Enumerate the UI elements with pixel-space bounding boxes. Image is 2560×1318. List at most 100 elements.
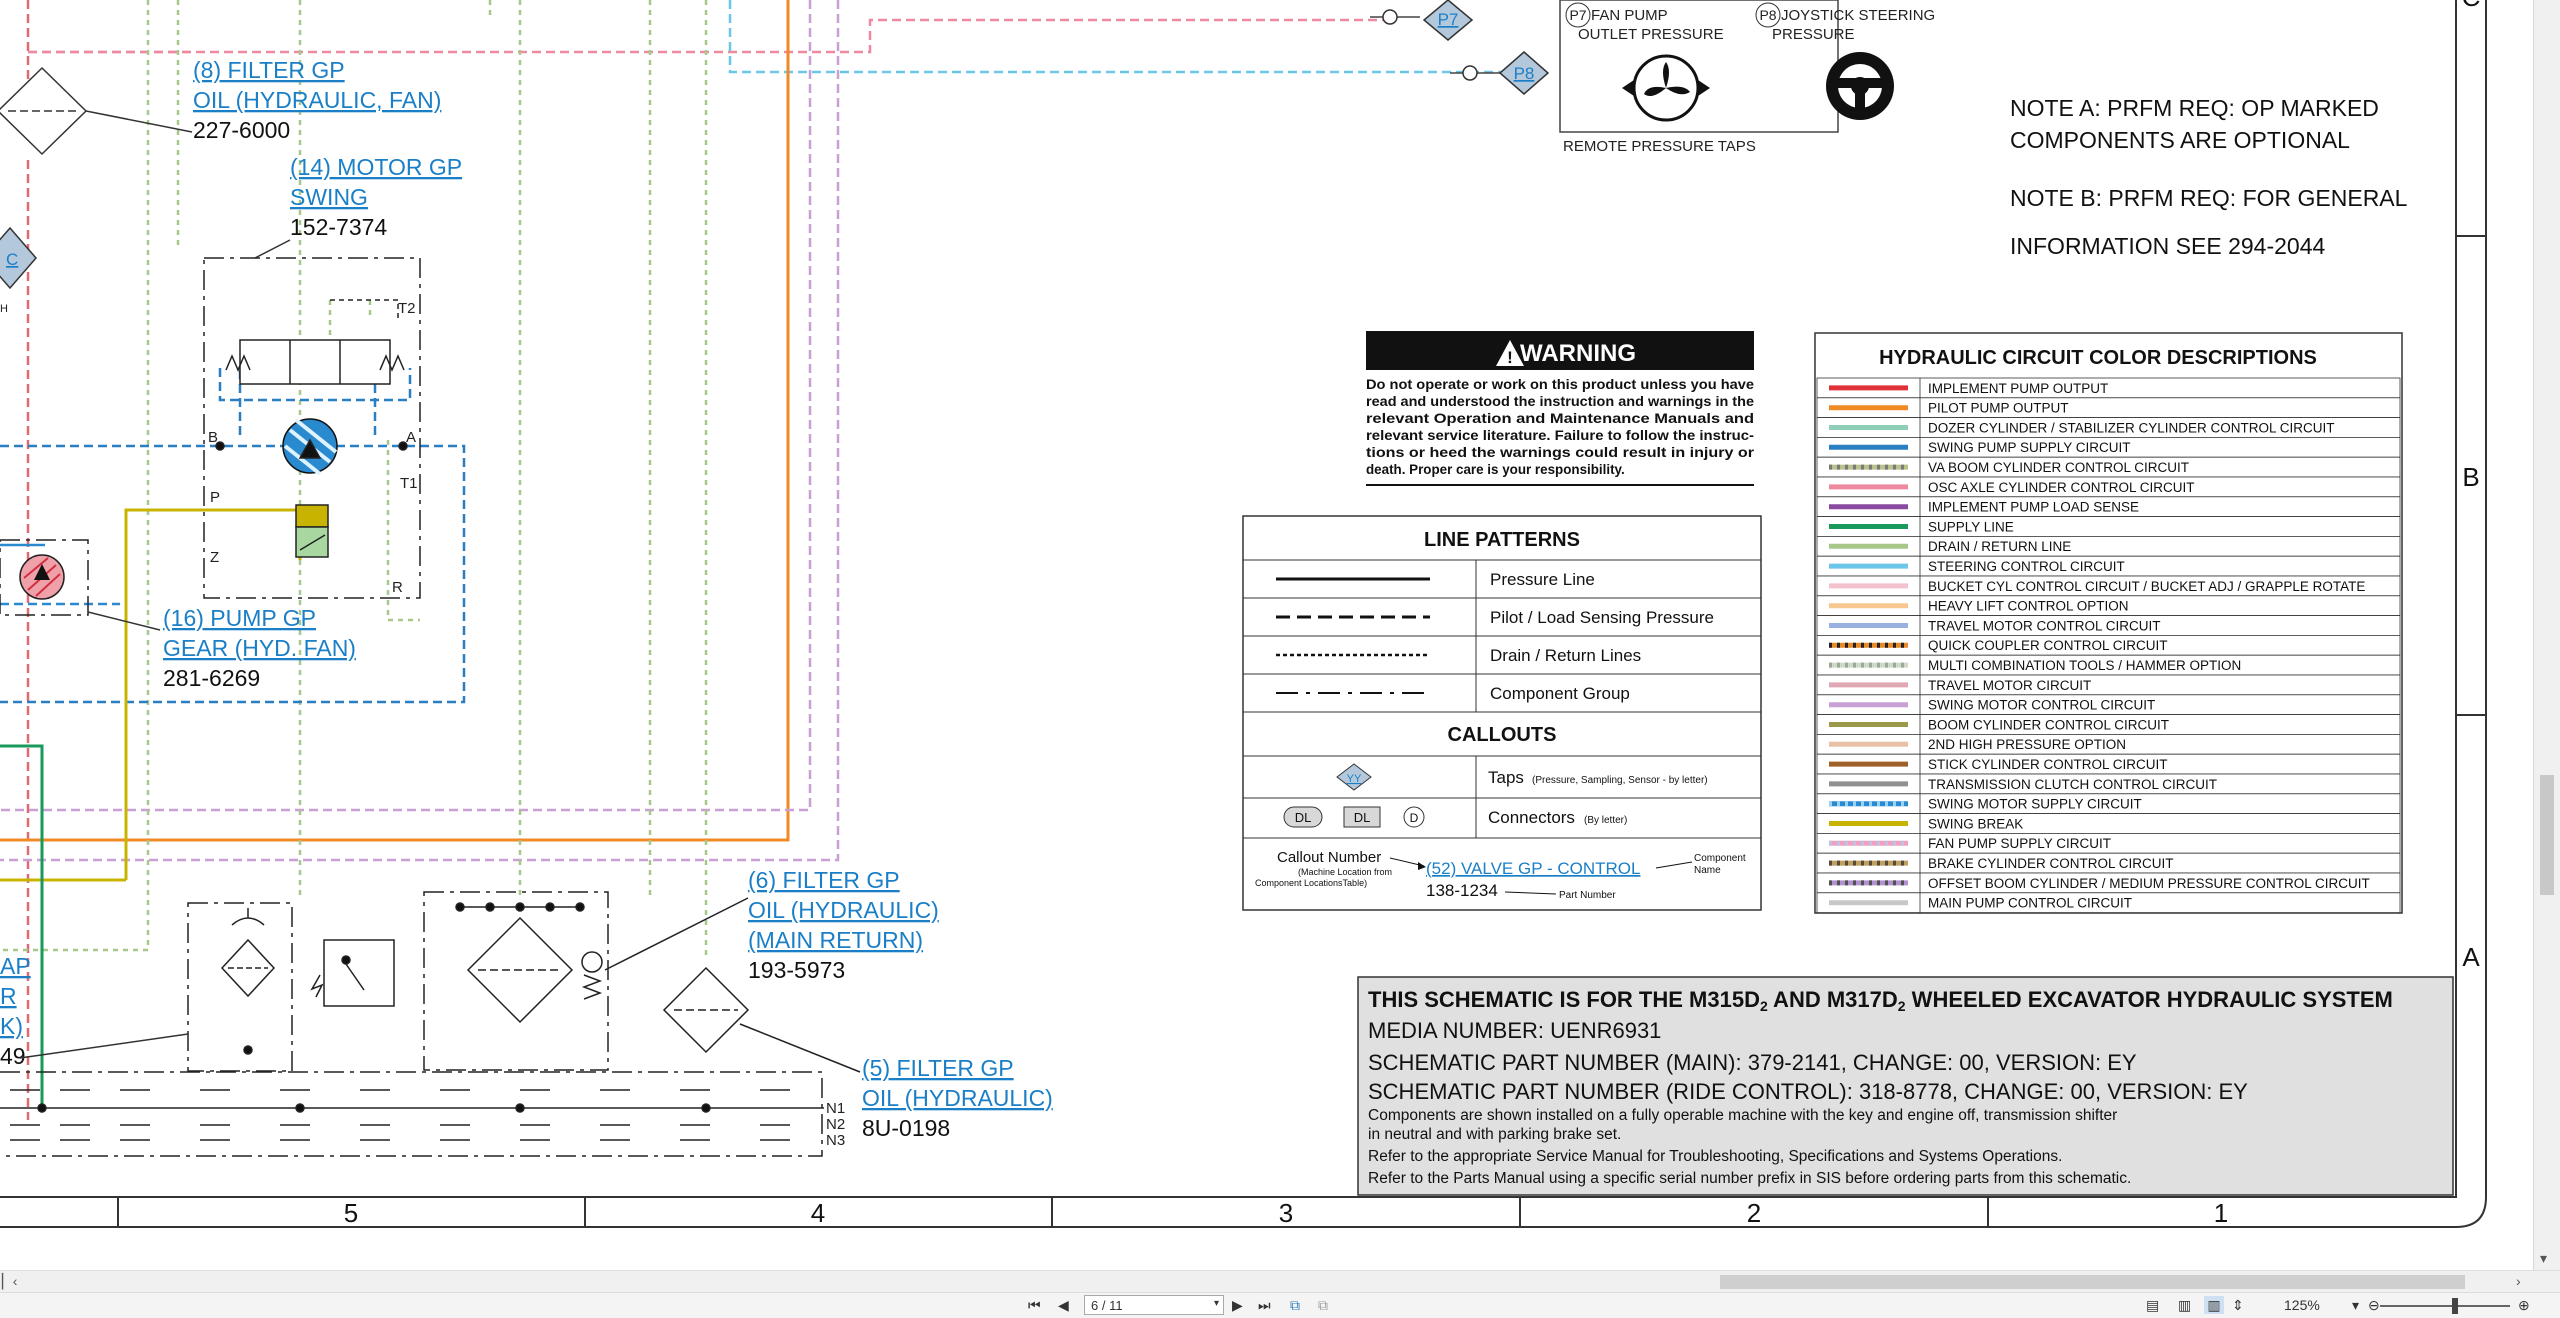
title-block-title: THIS SCHEMATIC IS FOR THE M315D2 AND M31… [1368,987,2393,1014]
color-row-label: SWING MOTOR SUPPLY CIRCUIT [1928,797,2142,812]
color-row-label: VA BOOM CYLINDER CONTROL CIRCUIT [1928,460,2189,475]
note-a-line2: COMPONENTS ARE OPTIONAL [2010,127,2350,153]
fit-page-icon[interactable]: ⇕ [2232,1296,2244,1313]
vertical-scroll-thumb[interactable] [2540,775,2554,895]
zoom-slider-knob[interactable] [2452,1298,2458,1314]
remote-tap-p8-line1: JOYSTICK STEERING [1781,7,1935,24]
title-note-4: Refer to the Parts Manual using a specif… [1368,1170,2131,1187]
tap-p7[interactable]: P7 [1370,0,1474,41]
callout-filter-8-line2[interactable]: OIL (HYDRAULIC, FAN) [193,87,441,113]
zoom-slider[interactable] [2380,1298,2510,1314]
motor-14-group: T2 B A P T1 Z R [203,257,421,599]
zoom-menu-icon[interactable]: ▾ [2352,1296,2360,1313]
pattern-pressure-line: Pressure Line [1490,570,1595,589]
viewer-toolbar: ⏮ ◀ 6 / 11▾ ▶ ⏭ ⧉ ⧉ ▤ ▥ ▥ ⇕ 125% ▾ ⊖ ⊕ [0,1292,2560,1318]
title-note-2: in neutral and with parking brake set. [1368,1126,1621,1143]
callout-motor-14-line2[interactable]: SWING [290,184,368,210]
note-a-line1: NOTE A: PRFM REQ: OP MARKED [2010,95,2379,121]
callout-filter-5-line1[interactable]: (5) FILTER GP [862,1055,1014,1081]
first-page-icon[interactable]: ⏮ [1028,1296,1041,1313]
tap-c[interactable]: C H [0,226,37,315]
tap-p8-label[interactable]: P8 [1514,64,1535,83]
document-viewport[interactable]: P7 P8 C H (8) FILTER GP OIL (HYDRAULIC, … [0,0,2560,1270]
legend-connector-a: DL [1295,810,1312,825]
legend-component-label1: Component [1694,853,1746,864]
color-row-label: BOOM CYLINDER CONTROL CIRCUIT [1928,717,2169,732]
callout-left-partial-line3[interactable]: K) [0,1013,23,1039]
callouts-title: CALLOUTS [1448,724,1557,746]
callout-left-partial-line2[interactable]: R [0,983,17,1009]
scroll-down-icon[interactable]: ▾ [2540,1250,2548,1266]
last-page-icon[interactable]: ⏭ [1258,1296,1271,1313]
filter-group-left [187,902,395,1072]
next-page-icon[interactable]: ▶ [1232,1296,1243,1313]
vertical-scrollbar[interactable]: ▾ [2533,0,2560,1270]
callout-pump-16-line2[interactable]: GEAR (HYD. FAN) [163,635,356,661]
legend-callout-note2: Component LocationsTable) [1255,878,1367,888]
grid-row-label: C [2462,0,2481,12]
tap-c-label[interactable]: C [6,250,18,269]
callout-filter-5-line2[interactable]: OIL (HYDRAULIC) [862,1085,1053,1111]
scroll-right-icon[interactable]: › [2516,1273,2521,1289]
warning-line: Do not operate or work on this product u… [1366,377,1754,392]
callout-filter-5[interactable]: (5) FILTER GP OIL (HYDRAULIC) 8U-0198 [862,1055,1053,1141]
callout-pump-16-part: 281-6269 [163,665,260,691]
title-note-3: Refer to the appropriate Service Manual … [1368,1148,2062,1165]
legend-callout-number: Callout Number [1277,849,1381,866]
color-row-label: SWING PUMP SUPPLY CIRCUIT [1928,440,2131,455]
warning-box: ! WARNING Do not operate or work on this… [1366,331,1755,486]
warning-line: relevant Operation and Maintenance Manua… [1366,411,1754,426]
title-note-1: Components are shown installed on a full… [1368,1107,2117,1124]
filter-8-symbol [0,66,193,156]
grid-row-label: A [2462,942,2480,972]
tap-p7-label[interactable]: P7 [1438,10,1459,29]
tap-p8[interactable]: P8 [1450,51,1550,95]
callout-motor-14-line1[interactable]: (14) MOTOR GP [290,154,462,180]
legend-example-name: (52) VALVE GP - CONTROL [1426,859,1640,878]
two-page-view-icon[interactable]: ▥ [2204,1296,2224,1314]
color-row-label: MAIN PUMP CONTROL CIRCUIT [1928,896,2132,911]
svg-text:!: ! [1507,348,1513,367]
legend-example-part: 138-1234 [1426,881,1498,900]
pattern-pilot-line: Pilot / Load Sensing Pressure [1490,608,1714,627]
callout-filter-6-line1[interactable]: (6) FILTER GP [748,867,900,893]
page-number-input[interactable]: 6 / 11▾ [1084,1295,1224,1315]
callout-filter-8-line1[interactable]: (8) FILTER GP [193,57,345,83]
callout-left-partial[interactable]: AP R K) 49 [0,953,189,1069]
prev-page-icon[interactable]: ◀ [1058,1296,1069,1313]
zoom-in-icon[interactable]: ⊕ [2518,1296,2530,1313]
pattern-drain-line: Drain / Return Lines [1490,646,1641,665]
port-b-label: B [208,429,218,446]
zoom-out-icon[interactable]: ⊖ [2368,1296,2380,1313]
circuit-color-table: HYDRAULIC CIRCUIT COLOR DESCRIPTIONS IMP… [1814,332,2403,914]
schematic-drawing: P7 P8 C H (8) FILTER GP OIL (HYDRAULIC, … [0,0,2487,1228]
horizontal-scroll-thumb[interactable] [1720,1275,2465,1289]
schematic-part-main: SCHEMATIC PART NUMBER (MAIN): 379-2141, … [1368,1050,2137,1075]
warning-line: death. Proper care is your responsibilit… [1366,462,1625,477]
tap-h-label: H [0,303,8,315]
drawing-border [0,0,2487,1228]
port-r-label: R [392,579,403,596]
callout-filter-6-line3[interactable]: (MAIN RETURN) [748,927,923,953]
chevron-down-icon[interactable]: ▾ [1213,1298,1219,1309]
remote-tap-p7-line1: FAN PUMP [1591,7,1668,24]
callout-motor-14[interactable]: (14) MOTOR GP SWING 152-7374 [254,154,462,259]
scroll-left-icon[interactable]: ▏‹ [2,1273,18,1289]
callout-pump-16[interactable]: (16) PUMP GP GEAR (HYD. FAN) 281-6269 [163,605,356,691]
horizontal-scrollbar[interactable]: ▏‹ › [0,1270,2560,1293]
line-patterns-legend: LINE PATTERNS Pressure Line Pilot / Load… [1242,515,1762,911]
callout-filter-6[interactable]: (6) FILTER GP OIL (HYDRAULIC) (MAIN RETU… [748,867,939,983]
callout-filter-6-line2[interactable]: OIL (HYDRAULIC) [748,897,939,923]
single-page-view-icon[interactable]: ▤ [2146,1296,2160,1313]
copy-page-disabled-icon[interactable]: ⧉ [1318,1296,1328,1313]
callout-left-partial-line1[interactable]: AP [0,953,31,979]
callout-filter-8[interactable]: (8) FILTER GP OIL (HYDRAULIC, FAN) 227-6… [193,57,441,143]
title-block: THIS SCHEMATIC IS FOR THE M315D2 AND M31… [1357,976,2454,1196]
copy-page-icon[interactable]: ⧉ [1290,1296,1300,1313]
schematic-part-ride: SCHEMATIC PART NUMBER (RIDE CONTROL): 31… [1368,1079,2248,1104]
continuous-view-icon[interactable]: ▥ [2178,1296,2192,1313]
warning-line: relevant service literature. Failure to … [1366,428,1754,443]
color-row-label: STEERING CONTROL CIRCUIT [1928,559,2125,574]
port-t2-label: T2 [398,300,416,317]
callout-pump-16-line1[interactable]: (16) PUMP GP [163,605,316,631]
